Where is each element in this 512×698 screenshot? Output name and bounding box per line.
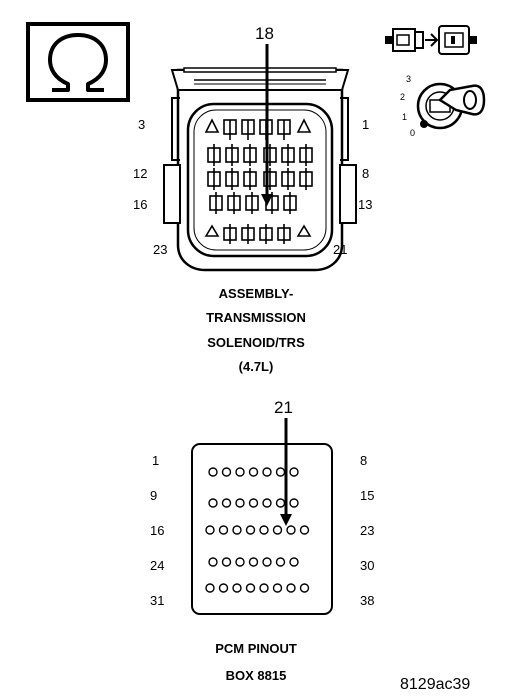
- pcm-pin-hole: [275, 467, 286, 477]
- pcm-pin-hole: [299, 583, 310, 593]
- pcm-pin-hole: [259, 583, 269, 593]
- pcm-pin-hole: [221, 557, 232, 567]
- pcm-pin-hole: [289, 557, 299, 567]
- key-pos-3: 3: [406, 74, 411, 84]
- pcm-pin-hole: [262, 557, 272, 567]
- pcm-pin-hole: [208, 498, 218, 508]
- connector-plug-icon: [385, 25, 477, 55]
- pcm-row-right-label: 38: [360, 593, 375, 608]
- connector-caption-line-3: SOLENOID/TRS: [207, 335, 305, 350]
- ohm-symbol-icon: [26, 22, 130, 102]
- pcm-row-left-label: 24: [150, 558, 165, 573]
- pcm-pin-hole: [218, 525, 229, 535]
- pcm-pinout-face: [191, 418, 333, 615]
- connector-caption-line-1: ASSEMBLY-: [218, 286, 294, 301]
- pcm-row-right-label: 8: [360, 453, 368, 468]
- connector-callout-label: 18: [255, 24, 274, 43]
- connector-pin-label-21: 21: [333, 242, 348, 257]
- pcm-pin-hole: [208, 467, 218, 477]
- pcm-row-right-label: 23: [360, 523, 375, 538]
- pcm-pin-hole: [208, 557, 218, 567]
- pcm-pin-hole: [289, 467, 299, 477]
- pcm-pin-hole: [286, 525, 296, 535]
- pcm-row-left-label: 1: [152, 453, 160, 468]
- key-pos-1: 1: [402, 112, 407, 122]
- pcm-pin-hole: [221, 498, 232, 508]
- ignition-key-icon: 3 2 1 0: [400, 74, 486, 138]
- pcm-pin-hole: [259, 525, 269, 535]
- pcm-pin-hole: [248, 557, 259, 567]
- pcm-pin-hole: [245, 583, 256, 593]
- pcm-pin-hole: [205, 583, 215, 593]
- pcm-pin-hole: [289, 498, 299, 508]
- key-pos-2: 2: [400, 92, 405, 102]
- connector-pin-label-3: 3: [138, 117, 146, 132]
- connector-pin-label-16: 16: [133, 197, 148, 212]
- connector-caption-line-4: (4.7L): [238, 359, 274, 374]
- pcm-row-left-label: 31: [150, 593, 165, 608]
- connector-pin-label-1: 1: [362, 117, 370, 132]
- pcm-pin-hole: [275, 557, 286, 567]
- pcm-pin-hole: [232, 525, 242, 535]
- pcm-pin-hole: [262, 467, 272, 477]
- connector-pin-label-23: 23: [153, 242, 168, 257]
- pcm-row-left-label: 9: [150, 488, 158, 503]
- pcm-row-left-label: 16: [150, 523, 165, 538]
- pcm-pin-hole: [235, 557, 245, 567]
- pcm-pin-hole: [262, 498, 272, 508]
- pcm-caption-line-2: BOX 8815: [225, 668, 287, 683]
- key-pos-0: 0: [410, 128, 415, 138]
- pcm-pin-hole: [272, 583, 283, 593]
- figure-id: 8129ac39: [400, 676, 471, 693]
- pcm-pin-hole: [299, 525, 310, 535]
- pcm-pin-hole: [235, 498, 245, 508]
- connector-caption-line-2: TRANSMISSION: [206, 310, 306, 325]
- pcm-pin-hole: [205, 525, 215, 535]
- pcm-pin-hole: [221, 467, 232, 477]
- pcm-pin-hole: [275, 498, 286, 508]
- pcm-pin-hole: [248, 467, 259, 477]
- pcm-pin-hole: [286, 583, 296, 593]
- pcm-row-right-label: 15: [360, 488, 375, 503]
- pcm-callout-label: 21: [274, 398, 293, 417]
- pcm-pin-hole: [245, 525, 256, 535]
- transmission-connector-face: [163, 44, 357, 272]
- connector-pin-label-8: 8: [362, 166, 370, 181]
- connector-pin-label-13: 13: [358, 197, 373, 212]
- pcm-pin-hole: [235, 467, 245, 477]
- pcm-pin-hole: [232, 583, 242, 593]
- pcm-pin-hole: [218, 583, 229, 593]
- pcm-pin-hole: [248, 498, 259, 508]
- pcm-row-right-label: 30: [360, 558, 375, 573]
- pcm-caption-line-1: PCM PINOUT: [215, 641, 297, 656]
- connector-pin-label-12: 12: [133, 166, 148, 181]
- pcm-pin-hole: [272, 525, 283, 535]
